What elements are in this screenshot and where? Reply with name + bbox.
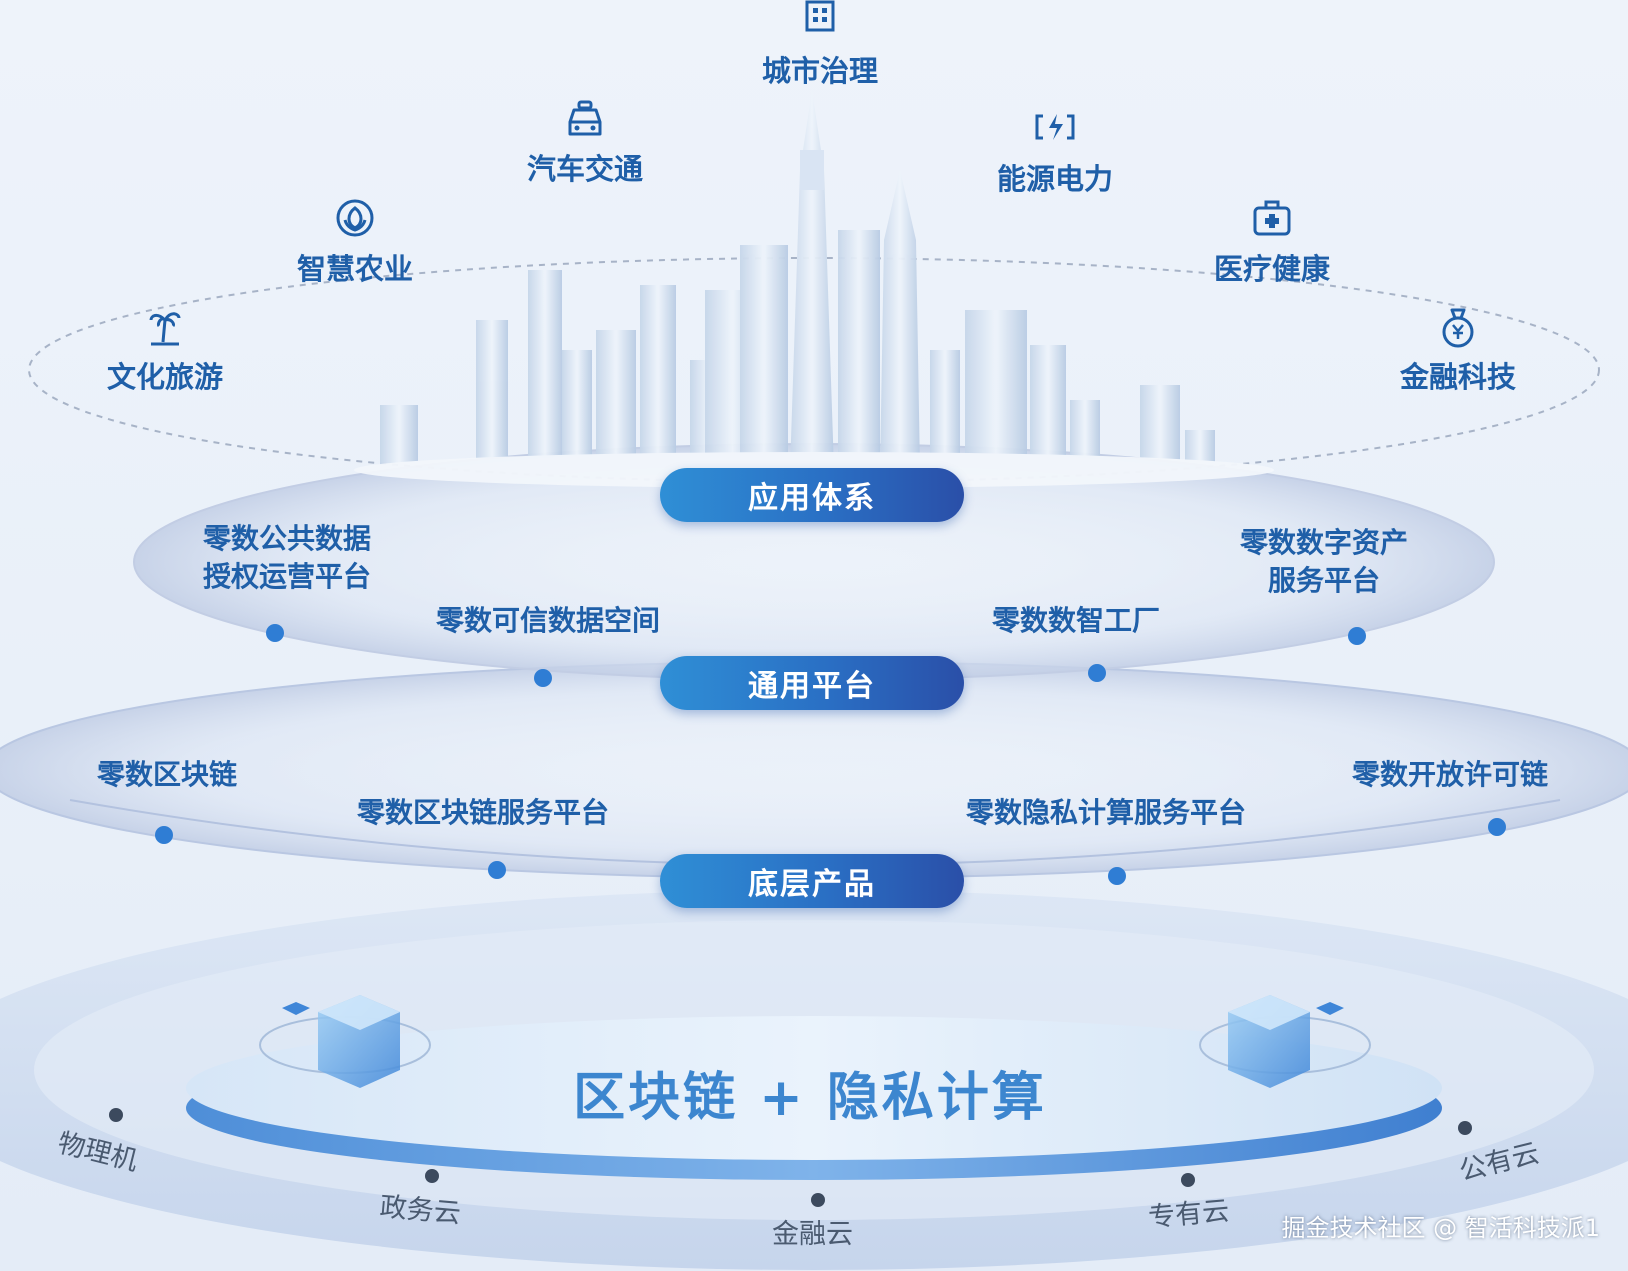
app-city-governance: 城市治理	[762, 0, 878, 90]
app-label: 医疗健康	[1213, 252, 1331, 286]
product-open-permissioned-chain: 零数开放许可链	[1352, 758, 1549, 791]
infra-dot	[109, 1108, 123, 1122]
watermark: 掘金技术社区 @ 智活科技派1	[1281, 1214, 1600, 1242]
platform-dot	[534, 669, 552, 687]
infra-dot	[1458, 1121, 1472, 1135]
product-blockchain: 零数区块链	[97, 758, 238, 791]
platform-trusted-data-space: 零数可信数据空间	[436, 604, 661, 637]
infra-dot	[811, 1193, 825, 1207]
app-fintech: 金融科技	[1400, 306, 1516, 396]
platform-digital-asset-service: 零数数字资产 服务平台	[1240, 526, 1409, 597]
infra-dot	[425, 1169, 439, 1183]
palm-tree-icon	[149, 312, 181, 346]
product-blockchain-service-platform: 零数区块链服务平台	[357, 796, 610, 829]
platform-digital-intelligence-factory: 零数数智工厂	[992, 604, 1161, 637]
infra-private-cloud: 专有云	[1147, 1195, 1231, 1234]
battery-icon	[1035, 114, 1075, 140]
infra-government-cloud: 政务云	[378, 1191, 462, 1230]
money-bag-icon	[1442, 308, 1474, 348]
app-energy-power: 能源电力	[997, 108, 1113, 198]
app-smart-agriculture: 智慧农业	[297, 198, 413, 288]
platform-dot	[266, 624, 284, 642]
core-blockchain-privacy-computing: 区块链 + 隐私计算	[573, 1068, 1047, 1128]
app-label: 城市治理	[761, 54, 879, 88]
app-culture-tourism: 文化旅游	[107, 306, 223, 396]
platform-public-data-authorization: 零数公共数据 授权运营平台	[203, 522, 372, 593]
layer-application-system: 应用体系	[660, 468, 964, 522]
medkit-icon	[1253, 200, 1291, 236]
app-label: 文化旅游	[106, 360, 224, 394]
platform-dot	[1088, 664, 1106, 682]
app-label: 金融科技	[1399, 360, 1517, 394]
infra-dot	[1181, 1173, 1195, 1187]
app-label: 智慧农业	[296, 252, 414, 286]
product-dot	[1488, 818, 1506, 836]
app-label: 汽车交通	[526, 152, 644, 186]
app-label: 能源电力	[996, 162, 1114, 196]
cube-right	[1199, 995, 1371, 1088]
product-privacy-computing-platform: 零数隐私计算服务平台	[966, 796, 1247, 829]
platform-dot	[1348, 627, 1366, 645]
product-dot	[1108, 867, 1126, 885]
city-skyline	[354, 90, 1274, 488]
product-dot	[488, 861, 506, 879]
app-automotive-transport: 汽车交通	[527, 98, 643, 188]
app-medical-health: 医疗健康	[1214, 198, 1330, 288]
leaf-icon	[336, 199, 374, 237]
product-dot	[155, 826, 173, 844]
layer-general-platform: 通用平台	[660, 656, 964, 710]
cube-left	[259, 995, 431, 1088]
infra-financial-cloud: 金融云	[772, 1219, 853, 1250]
car-icon	[568, 100, 602, 136]
building-icon	[805, 0, 835, 32]
core-disc-top	[186, 1016, 1442, 1160]
layer-base-products: 底层产品	[660, 854, 964, 908]
